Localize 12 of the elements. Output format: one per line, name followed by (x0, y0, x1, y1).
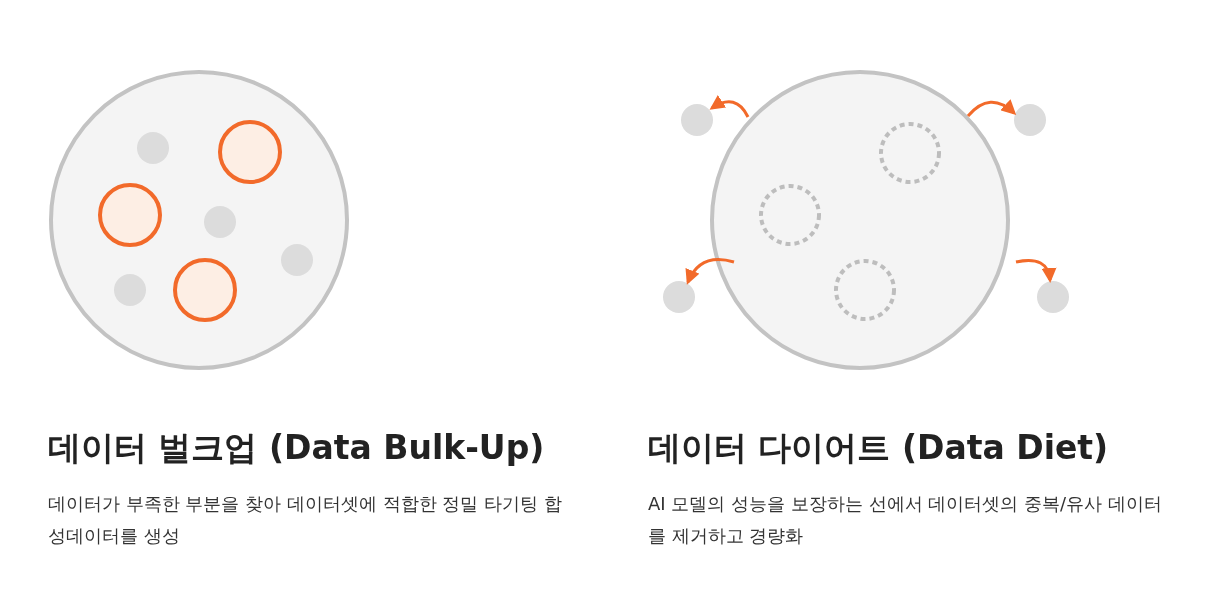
section-heading: 데이터 벌크업 (Data Bulk-Up) (48, 427, 545, 469)
data-point (681, 104, 713, 136)
arrow (709, 95, 750, 118)
section-heading: 데이터 다이어트 (Data Diet) (648, 427, 1109, 469)
arrow (966, 99, 1017, 117)
arrow (1015, 259, 1056, 283)
description-text: 데이터가 부족한 부분을 찾아 데이터셋에 적합한 정밀 타기팅 합성데이터를 생성 (48, 492, 563, 548)
data-point (1014, 104, 1046, 136)
description-text: AI 모델의 성능을 보장하는 선에서 데이터셋의 중복/유사 데이터를 제거하고 경량화 (648, 492, 1163, 548)
data-point (663, 281, 695, 313)
arrow (686, 258, 735, 285)
data-point (1037, 281, 1069, 313)
